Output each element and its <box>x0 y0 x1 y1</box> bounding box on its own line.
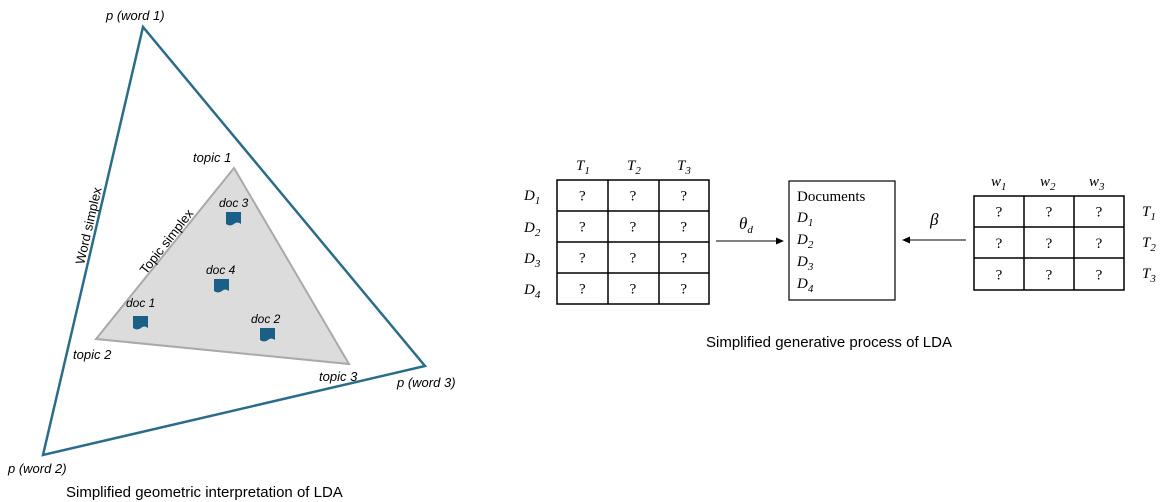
theta-row-header-4: D4 <box>523 282 541 301</box>
theta-matrix-cell: ? <box>680 282 687 298</box>
theta-matrix-cell: ? <box>579 220 586 236</box>
doc-label-3: doc 3 <box>219 196 249 210</box>
theta-row-header-3: D3 <box>523 251 541 270</box>
beta-matrix-cell: ? <box>1096 236 1103 252</box>
topic-label-2: topic 2 <box>73 347 112 362</box>
beta-col-header-3: w3 <box>1089 174 1105 193</box>
topic-simplex-triangle <box>94 166 351 366</box>
doc-label-1: doc 1 <box>126 296 155 310</box>
doc3-icon <box>226 212 241 226</box>
theta-matrix-cell: ? <box>630 251 637 267</box>
theta-row-header-1: D1 <box>523 188 540 207</box>
beta-row-headers: T1 T2 T3 <box>1142 204 1156 285</box>
theta-matrix-cell: ? <box>680 251 687 267</box>
theta-matrix-cell: ? <box>579 189 586 205</box>
doc2-icon <box>260 328 275 342</box>
doc-label-4: doc 4 <box>206 263 236 277</box>
vertex-label-word2: p (word 2) <box>7 461 67 476</box>
vertex-label-word3: p (word 3) <box>396 375 456 390</box>
word-simplex-triangle <box>41 24 428 457</box>
beta-arrow-head <box>902 236 910 244</box>
theta-matrix-cell: ? <box>680 220 687 236</box>
vertex-label-word1: p (word 1) <box>105 8 165 23</box>
word-simplex-label: Word simplex <box>72 185 104 265</box>
documents-item-1: D1 <box>796 210 813 229</box>
theta-matrix-cell: ? <box>680 189 687 205</box>
documents-item-4: D4 <box>796 276 814 295</box>
theta-matrix-cells: ???????????? <box>579 189 687 298</box>
documents-title: Documents <box>797 189 865 205</box>
theta-arrow-head <box>776 237 784 245</box>
beta-col-headers: w1 w2 w3 <box>991 174 1105 193</box>
beta-row-header-3: T3 <box>1142 266 1156 285</box>
theta-matrix-cell: ? <box>579 251 586 267</box>
beta-matrix-cell: ? <box>996 267 1003 283</box>
theta-col-header-3: T3 <box>677 158 691 177</box>
doc-label-2: doc 2 <box>251 312 281 326</box>
theta-matrix-cell: ? <box>630 189 637 205</box>
documents-item-2: D2 <box>796 232 814 251</box>
topic-label-3: topic 3 <box>319 369 358 384</box>
beta-label: β <box>929 210 939 229</box>
theta-label: θd <box>739 214 753 236</box>
documents-box <box>788 180 896 301</box>
theta-row-headers: D1 D2 D3 D4 <box>523 188 541 301</box>
beta-matrix-cell: ? <box>996 236 1003 252</box>
doc4-icon <box>214 279 229 293</box>
beta-col-header-2: w2 <box>1040 174 1056 193</box>
beta-matrix-cell: ? <box>1046 205 1053 221</box>
beta-matrix-grid <box>973 195 1125 291</box>
beta-matrix-cells: ????????? <box>996 205 1103 284</box>
beta-matrix-cell: ? <box>1096 267 1103 283</box>
theta-col-header-1: T1 <box>576 158 590 177</box>
topic-label-1: topic 1 <box>193 150 231 165</box>
beta-matrix-cell: ? <box>1046 236 1053 252</box>
beta-matrix-cell: ? <box>1096 205 1103 221</box>
documents-item-3: D3 <box>796 254 814 273</box>
theta-matrix-cell: ? <box>579 282 586 298</box>
theta-matrix-grid <box>556 179 710 305</box>
beta-matrix-cell: ? <box>1046 267 1053 283</box>
theta-row-header-2: D2 <box>523 220 541 239</box>
beta-row-header-2: T2 <box>1142 235 1156 254</box>
theta-matrix-cell: ? <box>630 282 637 298</box>
doc1-icon <box>133 316 148 330</box>
theta-col-headers: T1 T2 T3 <box>576 158 691 177</box>
theta-col-header-2: T2 <box>627 158 641 177</box>
beta-matrix-cell: ? <box>996 205 1003 221</box>
geometric-caption: Simplified geometric interpretation of L… <box>66 484 343 501</box>
theta-matrix-cell: ? <box>630 220 637 236</box>
beta-col-header-1: w1 <box>991 174 1007 193</box>
beta-row-header-1: T1 <box>1142 204 1156 223</box>
generative-caption: Simplified generative process of LDA <box>706 334 952 351</box>
